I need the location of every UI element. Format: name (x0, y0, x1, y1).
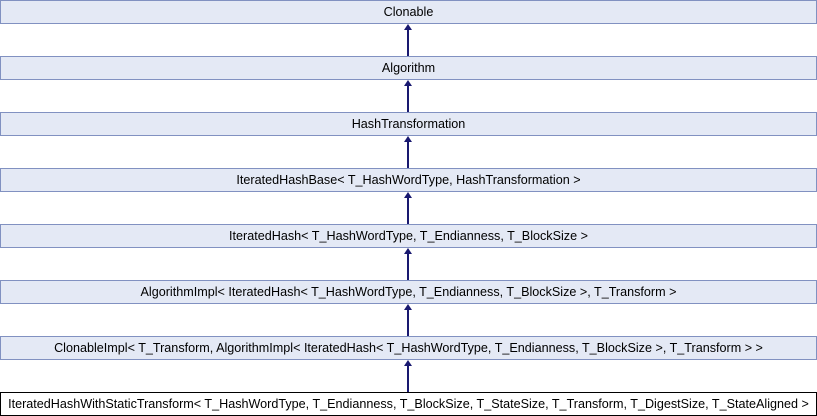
class-node-algorithmimpl[interactable]: AlgorithmImpl< IteratedHash< T_HashWordT… (0, 280, 817, 304)
arrow-up-icon (404, 192, 412, 198)
arrow-up-icon (404, 24, 412, 30)
inheritance-edge (0, 304, 817, 336)
arrow-line (407, 28, 409, 56)
arrow-up-icon (404, 360, 412, 366)
class-node-hashtransformation[interactable]: HashTransformation (0, 112, 817, 136)
inheritance-edge (0, 248, 817, 280)
inheritance-edge (0, 360, 817, 392)
arrow-up-icon (404, 248, 412, 254)
arrow-line (407, 196, 409, 224)
inheritance-edge (0, 24, 817, 56)
arrow-up-icon (404, 80, 412, 86)
class-node-label: IteratedHash< T_HashWordType, T_Endianne… (229, 229, 588, 243)
class-node-label: AlgorithmImpl< IteratedHash< T_HashWordT… (140, 285, 677, 299)
arrow-up-icon (404, 304, 412, 310)
arrow-line (407, 308, 409, 336)
class-node-iteratedhash[interactable]: IteratedHash< T_HashWordType, T_Endianne… (0, 224, 817, 248)
arrow-line (407, 140, 409, 168)
class-node-label: IteratedHashWithStaticTransform< T_HashW… (8, 397, 809, 411)
class-node-label: HashTransformation (351, 117, 466, 131)
arrow-line (407, 364, 409, 392)
class-node-iteratedhashbase[interactable]: IteratedHashBase< T_HashWordType, HashTr… (0, 168, 817, 192)
inheritance-edge (0, 192, 817, 224)
class-node-clonable[interactable]: Clonable (0, 0, 817, 24)
inheritance-edge (0, 136, 817, 168)
class-node-clonableimpl[interactable]: ClonableImpl< T_Transform, AlgorithmImpl… (0, 336, 817, 360)
arrow-line (407, 84, 409, 112)
class-node-label: ClonableImpl< T_Transform, AlgorithmImpl… (54, 341, 763, 355)
arrow-up-icon (404, 136, 412, 142)
class-node-label: IteratedHashBase< T_HashWordType, HashTr… (236, 173, 581, 187)
class-node-label: Algorithm (381, 61, 436, 75)
arrow-line (407, 252, 409, 280)
class-node-label: Clonable (383, 5, 434, 19)
class-node-algorithm[interactable]: Algorithm (0, 56, 817, 80)
class-node-iteratedhashwithstatictransform-current: IteratedHashWithStaticTransform< T_HashW… (0, 392, 817, 416)
inheritance-edge (0, 80, 817, 112)
